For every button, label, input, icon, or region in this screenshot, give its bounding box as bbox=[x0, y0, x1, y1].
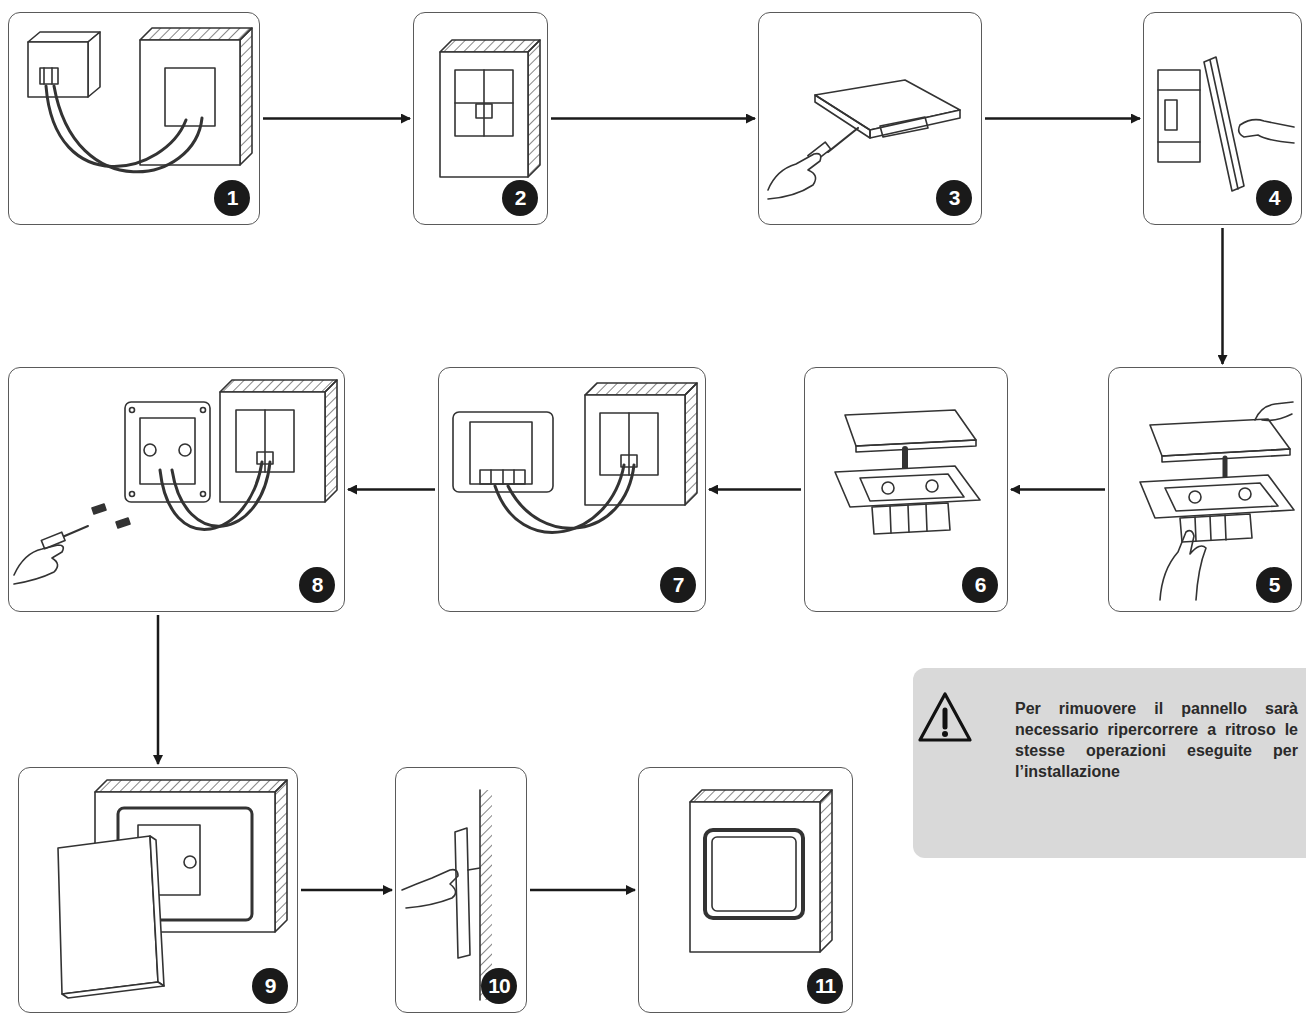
step-panel: 5 bbox=[1108, 367, 1302, 612]
step-number: 10 bbox=[481, 968, 517, 1004]
warning-note: Per rimuovere il pannello sarà necessari… bbox=[913, 668, 1306, 858]
step-number: 6 bbox=[962, 567, 998, 603]
warning-icon bbox=[917, 690, 973, 746]
step-panel: 9 bbox=[18, 767, 298, 1013]
step-arrow bbox=[301, 889, 392, 892]
step-panel: 3 bbox=[758, 12, 982, 225]
step-panel: 8 bbox=[8, 367, 345, 612]
step-panel: 2 bbox=[413, 12, 548, 225]
step-arrow bbox=[1221, 228, 1224, 364]
step-number: 9 bbox=[252, 968, 288, 1004]
step-arrow bbox=[157, 615, 160, 764]
step-number: 7 bbox=[660, 567, 696, 603]
step-number: 2 bbox=[502, 180, 538, 216]
step-number: 4 bbox=[1256, 180, 1292, 216]
step-panel: 7 bbox=[438, 367, 706, 612]
step-number: 8 bbox=[299, 567, 335, 603]
step-number: 1 bbox=[214, 180, 250, 216]
step-number: 11 bbox=[807, 968, 843, 1004]
step-arrow bbox=[551, 117, 755, 120]
step-arrow bbox=[1011, 488, 1105, 491]
step-number: 3 bbox=[936, 180, 972, 216]
step-panel: 1 bbox=[8, 12, 260, 225]
step-panel: 10 bbox=[395, 767, 527, 1013]
warning-text: Per rimuovere il pannello sarà necessari… bbox=[1015, 698, 1298, 782]
step-number: 5 bbox=[1256, 567, 1292, 603]
step-panel: 6 bbox=[804, 367, 1008, 612]
step-arrow bbox=[530, 889, 635, 892]
step-arrow bbox=[348, 488, 435, 491]
step-panel: 11 bbox=[638, 767, 853, 1013]
step-panel: 4 bbox=[1143, 12, 1302, 225]
step-arrow bbox=[263, 117, 410, 120]
step-arrow bbox=[985, 117, 1140, 120]
step-arrow bbox=[709, 488, 801, 491]
